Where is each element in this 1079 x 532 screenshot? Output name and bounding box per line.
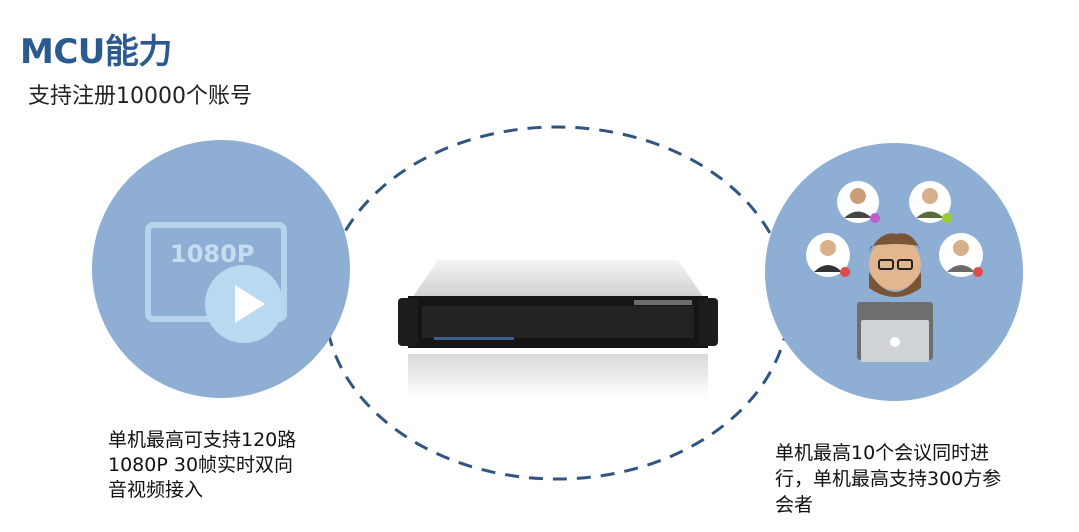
page-title: MCU能力 bbox=[20, 32, 172, 72]
main-presenter-icon bbox=[857, 233, 933, 362]
video-feature-circle bbox=[92, 140, 350, 398]
video-feature-description: 单机最高可支持120路 1080P 30帧实时双向 音视频接入 bbox=[108, 428, 358, 503]
description-line: 单机最高10个会议同时进 bbox=[775, 442, 990, 464]
conference-feature-description: 单机最高10个会议同时进 行，单机最高支持300方参 会者 bbox=[775, 440, 1055, 518]
description-line: 音视频接入 bbox=[108, 479, 204, 501]
participants-illustration bbox=[806, 181, 983, 362]
participant-avatar-icon bbox=[909, 181, 952, 223]
play-icon bbox=[205, 265, 283, 343]
mcu-server-image bbox=[398, 260, 718, 398]
participant-avatar-icon bbox=[939, 233, 983, 277]
description-line: 行，单机最高支持300方参 bbox=[775, 468, 1002, 490]
participant-avatar-icon bbox=[837, 181, 880, 223]
participant-avatar-icon bbox=[806, 233, 850, 277]
resolution-label: 1080P bbox=[170, 240, 255, 268]
description-line: 会者 bbox=[775, 494, 814, 516]
description-line: 单机最高可支持120路 bbox=[108, 429, 297, 451]
description-line: 1080P 30帧实时双向 bbox=[108, 454, 294, 476]
page-subtitle: 支持注册10000个账号 bbox=[28, 84, 252, 109]
